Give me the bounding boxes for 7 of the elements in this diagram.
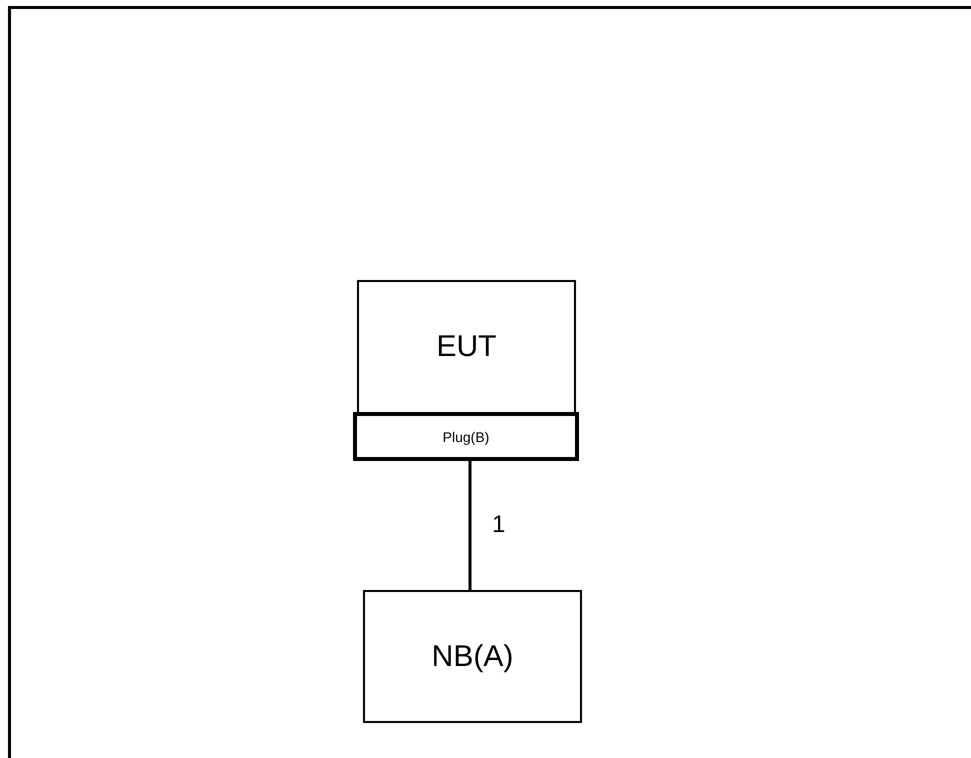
box-label: EUT xyxy=(436,330,496,364)
connector-line xyxy=(468,461,472,590)
process-box xyxy=(363,590,582,723)
box-label: Plug(B) xyxy=(442,428,490,444)
process-box xyxy=(357,280,576,414)
process-box xyxy=(353,412,579,461)
box-label: NB(A) xyxy=(432,640,514,674)
